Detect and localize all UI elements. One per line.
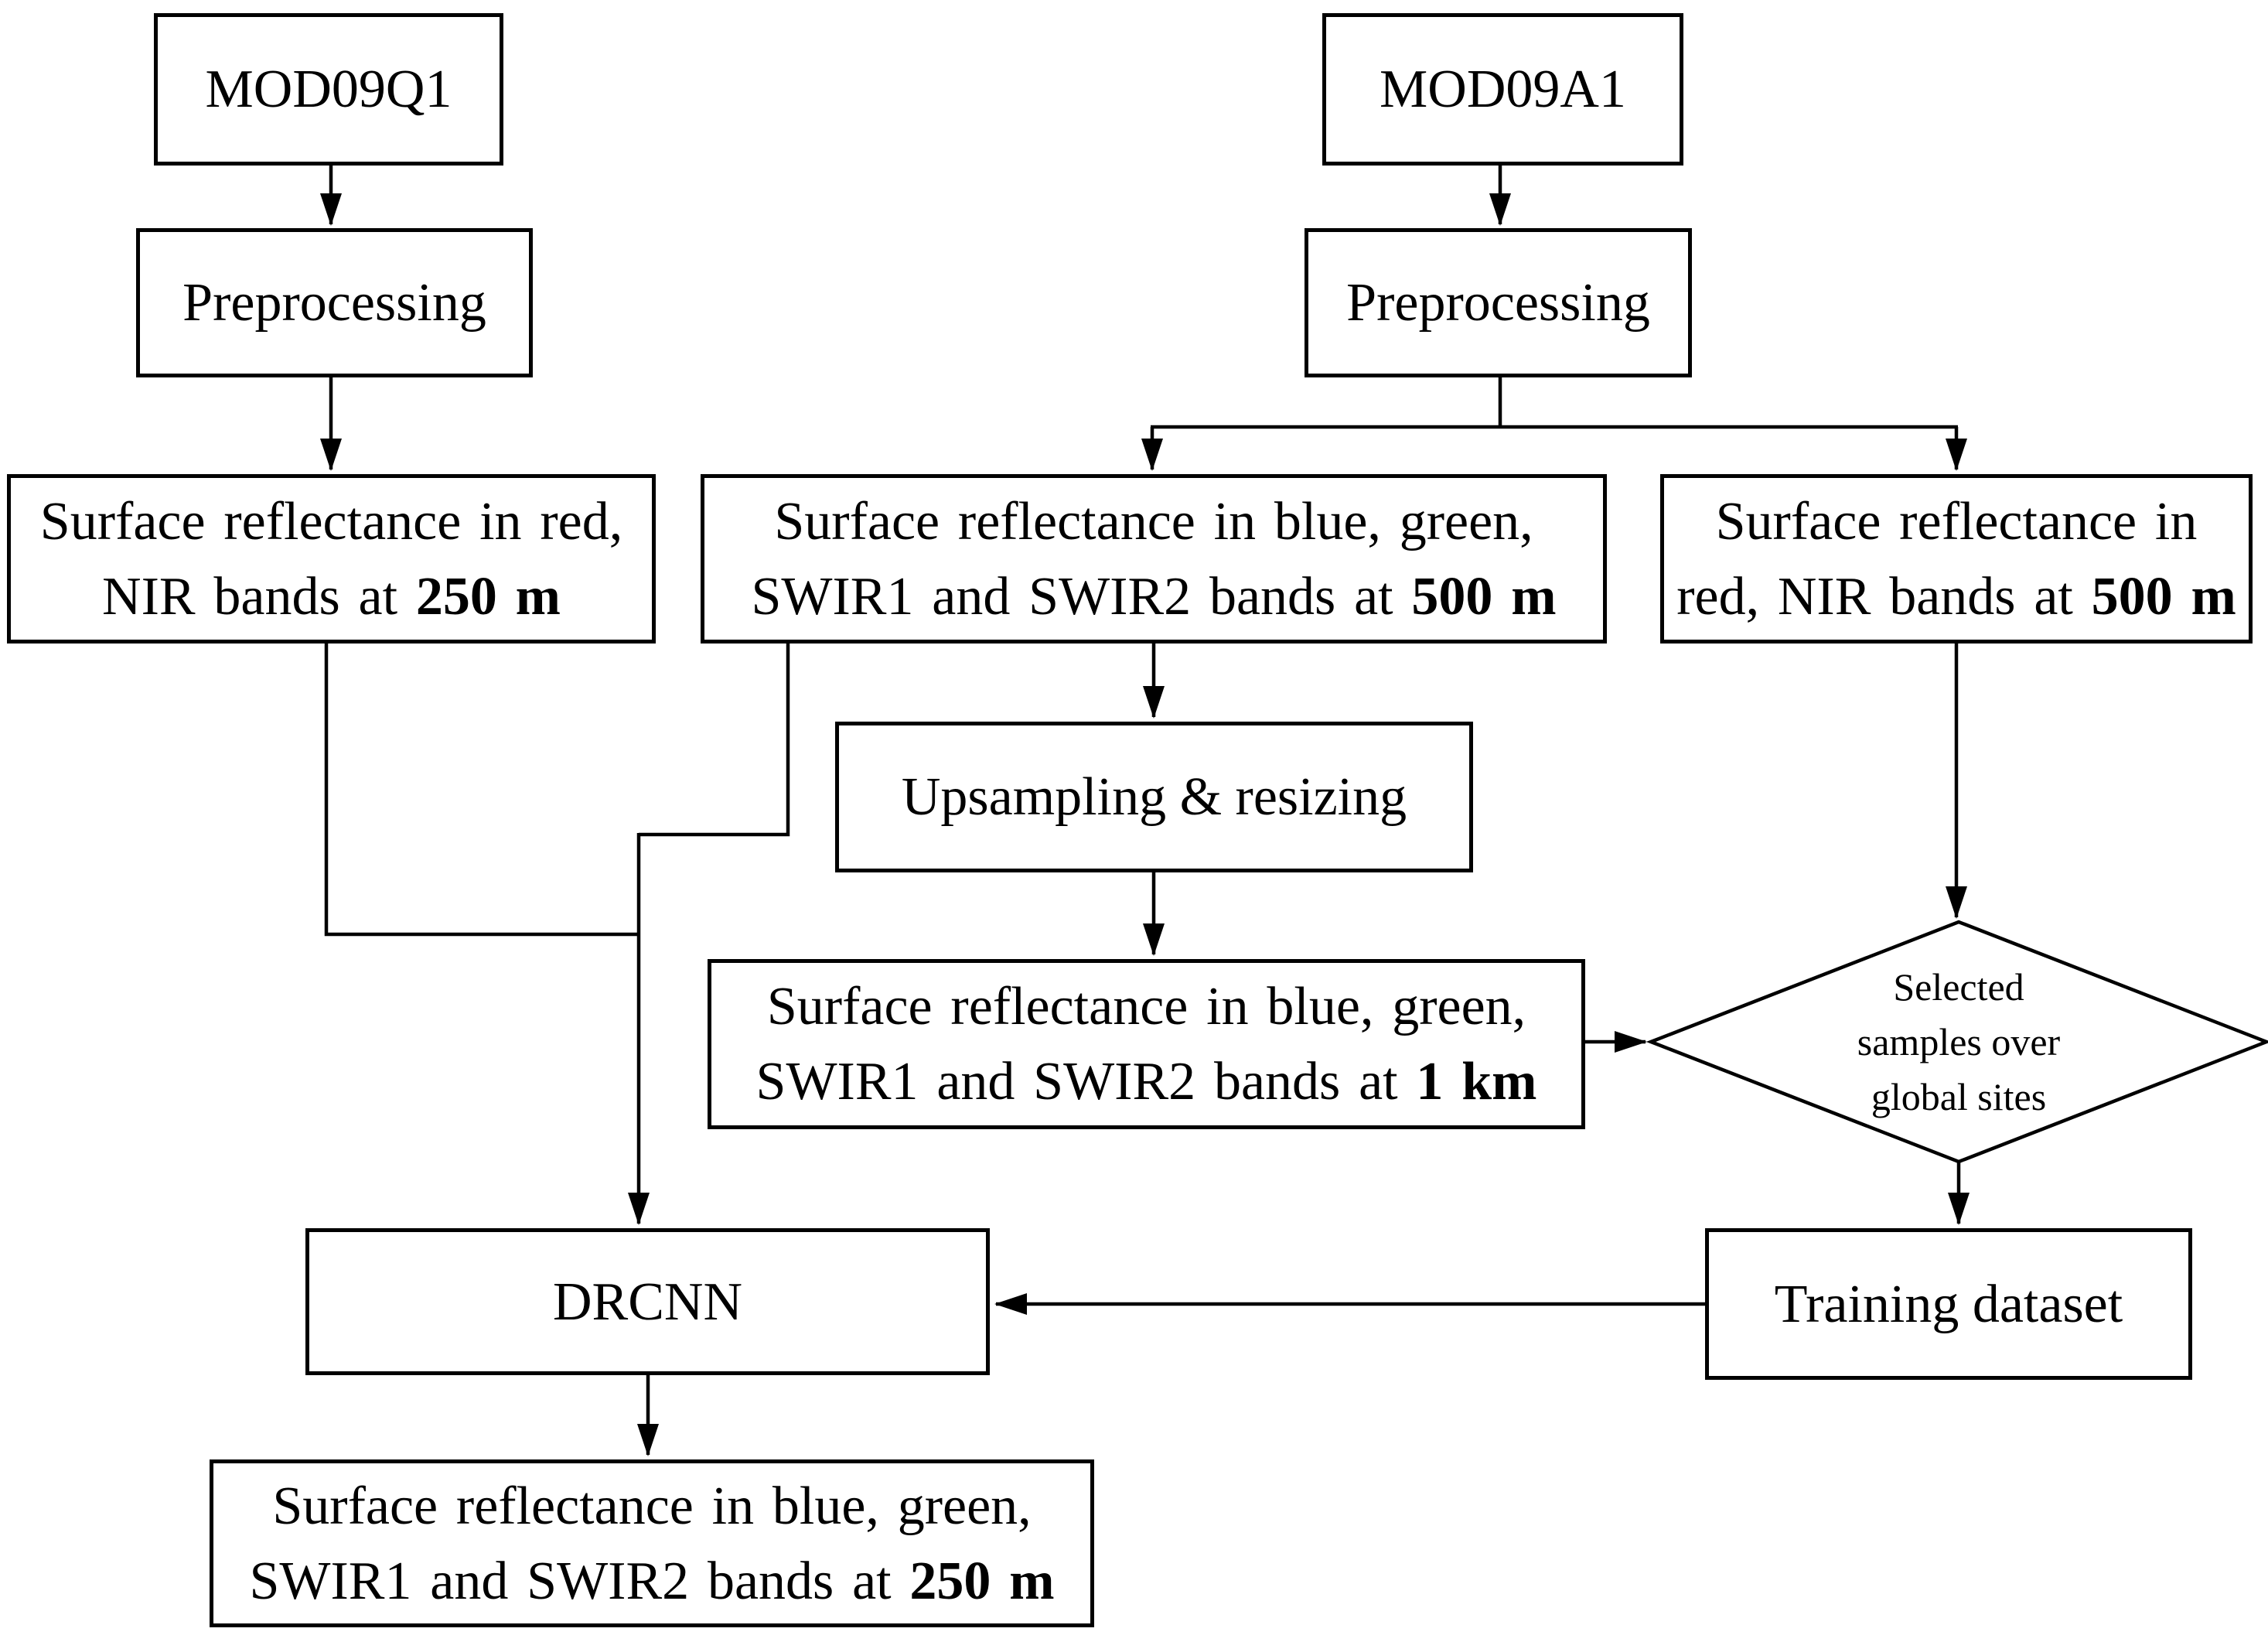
diamond-line2: samples over xyxy=(1857,1020,2061,1063)
node-mod09a1: MOD09A1 xyxy=(1322,13,1683,166)
node-sr250-resolution: 250 m xyxy=(415,566,561,626)
node-sr250-line1: Surface reflectance in red, xyxy=(39,491,623,551)
node-sr500-4band-resolution: 500 m xyxy=(1411,566,1557,626)
node-output-line1: Surface reflectance in blue, green, xyxy=(272,1476,1032,1536)
node-sr1km-line1: Surface reflectance in blue, green, xyxy=(766,977,1526,1036)
node-sr1km: Surface reflectance in blue, green, SWIR… xyxy=(708,959,1585,1129)
node-preprocessing-right-label: Preprocessing xyxy=(1346,273,1650,333)
node-selected-samples-diamond: Selected samples over global sites xyxy=(1742,947,2175,1137)
node-upsampling-label: Upsampling & resizing xyxy=(901,767,1407,827)
node-sr1km-line2: SWIR1 and SWIR2 bands at 1 km xyxy=(756,1044,1537,1119)
node-sr1km-line2-text: SWIR1 and SWIR2 bands at xyxy=(755,1052,1417,1111)
diamond-line1: Selected xyxy=(1893,965,2024,1009)
node-sr500-4band-line1: Surface reflectance in blue, green, xyxy=(774,491,1533,551)
node-sr500-red-nir-line2-text: red, NIR bands at xyxy=(1676,566,2092,626)
decision-diamond-shape xyxy=(1646,920,2268,1164)
node-upsampling: Upsampling & resizing xyxy=(835,722,1473,872)
node-sr500-red-nir-line2: red, NIR bands at 500 m xyxy=(1676,559,2236,634)
node-output-sr250: Surface reflectance in blue, green, SWIR… xyxy=(210,1459,1094,1627)
diamond-line3: global sites xyxy=(1871,1075,2047,1118)
node-preprocessing-left-label: Preprocessing xyxy=(182,273,486,333)
node-sr500-4band: Surface reflectance in blue, green, SWIR… xyxy=(701,474,1607,643)
node-sr500-4band-line2-text: SWIR1 and SWIR2 bands at xyxy=(751,566,1412,626)
node-sr1km-resolution: 1 km xyxy=(1416,1052,1537,1111)
node-preprocessing-left: Preprocessing xyxy=(136,228,533,377)
node-output-resolution: 250 m xyxy=(909,1551,1055,1611)
node-sr250-line2-text: NIR bands at xyxy=(102,566,416,626)
node-preprocessing-right: Preprocessing xyxy=(1305,228,1692,377)
node-output-line2: SWIR1 and SWIR2 bands at 250 m xyxy=(249,1544,1054,1619)
elbow-sr250-to-trunk xyxy=(324,642,639,937)
node-training-dataset: Training dataset xyxy=(1705,1228,2192,1380)
node-sr500-red-nir-line1: Surface reflectance in xyxy=(1715,491,2198,551)
node-sr500-red-nir-resolution: 500 m xyxy=(2091,566,2236,626)
node-sr250-line2: NIR bands at 250 m xyxy=(102,559,561,634)
node-sr250-red-nir: Surface reflectance in red, NIR bands at… xyxy=(7,474,656,643)
node-drcnn: DRCNN xyxy=(305,1228,990,1375)
node-drcnn-label: DRCNN xyxy=(552,1272,743,1332)
node-output-line2-text: SWIR1 and SWIR2 bands at xyxy=(249,1551,910,1611)
node-sr500-red-nir: Surface reflectance in red, NIR bands at… xyxy=(1660,474,2253,643)
node-sr500-4band-line2: SWIR1 and SWIR2 bands at 500 m xyxy=(751,559,1556,634)
node-mod09a1-label: MOD09A1 xyxy=(1380,60,1626,119)
node-mod09q1: MOD09Q1 xyxy=(154,13,503,166)
elbow-sr500-to-trunk xyxy=(639,642,790,837)
node-mod09q1-label: MOD09Q1 xyxy=(205,60,452,119)
node-training-dataset-label: Training dataset xyxy=(1774,1274,2123,1334)
